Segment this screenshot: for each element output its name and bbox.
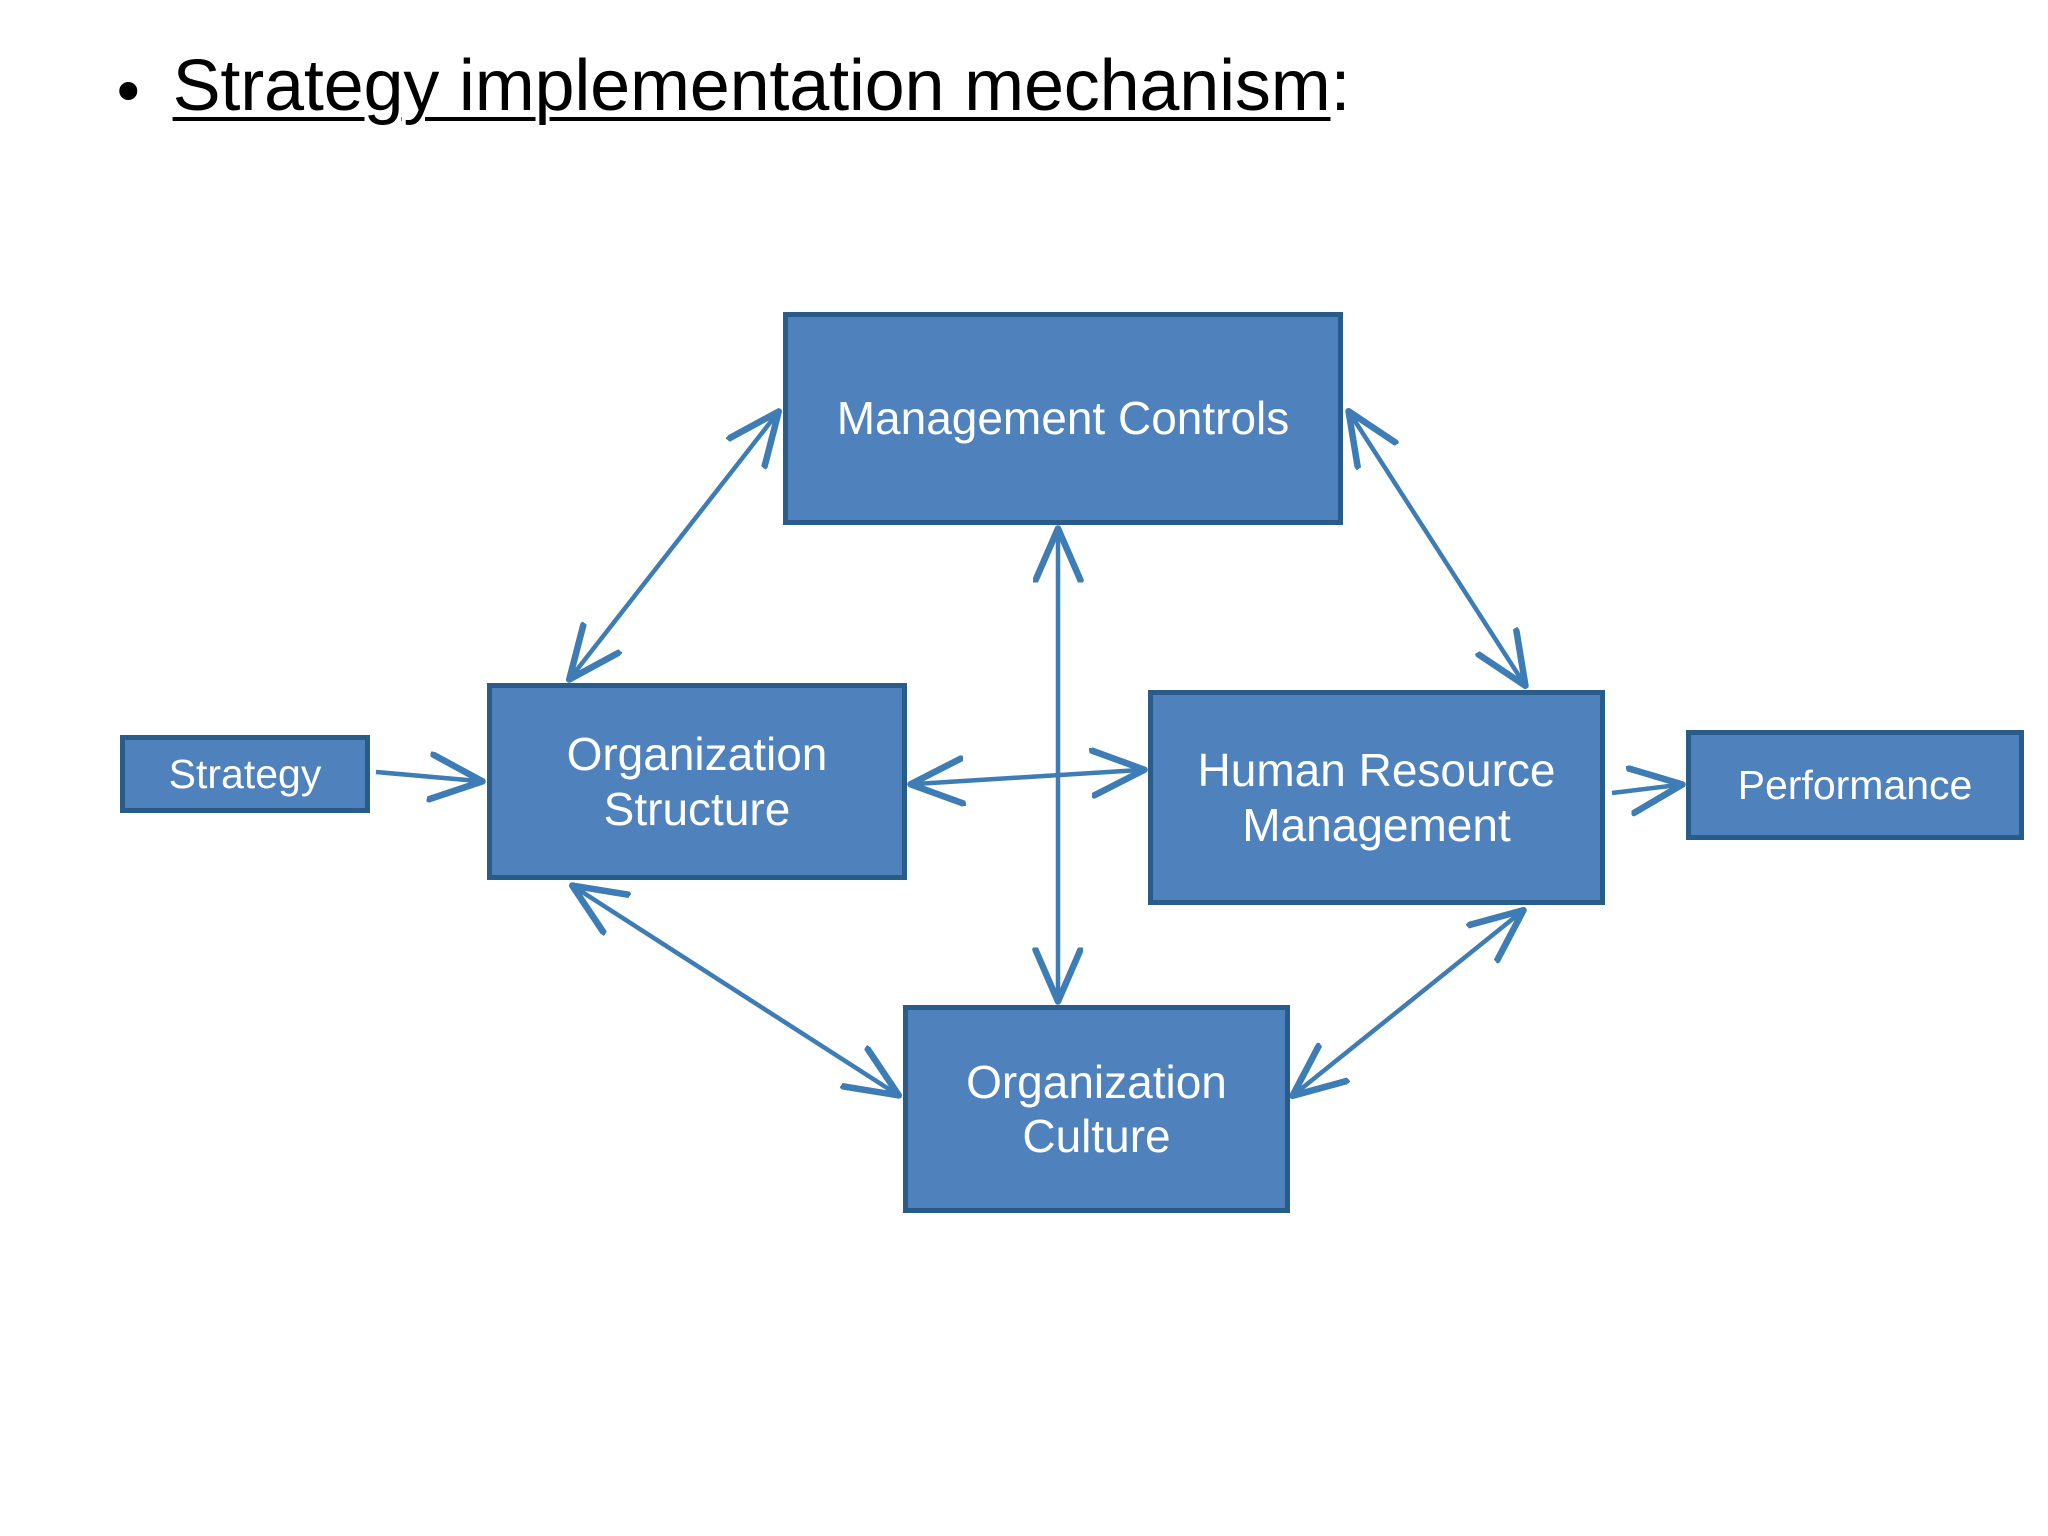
arrow-org-structure-to-mgmt-controls bbox=[572, 415, 776, 676]
arrow-org-culture-to-hrm bbox=[1296, 913, 1520, 1093]
node-human-resource-management-line1: Human Resource bbox=[1197, 744, 1556, 797]
bullet-icon: • bbox=[110, 56, 147, 129]
page-title: Strategy implementation mechanism: bbox=[172, 46, 1351, 126]
node-strategy[interactable]: Strategy bbox=[120, 735, 370, 813]
arrow-hrm-to-performance bbox=[1611, 785, 1678, 793]
arrow-mgmt-controls-to-hrm bbox=[1351, 415, 1523, 682]
node-performance[interactable]: Performance bbox=[1686, 730, 2024, 840]
node-human-resource-management-line2: Management bbox=[1242, 798, 1511, 851]
node-organization-structure-line2: Structure bbox=[603, 782, 791, 835]
page-title-underlined-text: Strategy implementation mechanism bbox=[172, 46, 1331, 126]
page-title-colon: : bbox=[1330, 46, 1351, 126]
node-organization-culture-line2: Culture bbox=[1022, 1110, 1171, 1162]
arrow-strategy-to-org-structure bbox=[375, 772, 478, 781]
node-performance-label: Performance bbox=[1737, 761, 1973, 808]
node-management-controls[interactable]: Management Controls bbox=[783, 312, 1343, 525]
arrow-org-structure-to-org-culture bbox=[576, 888, 895, 1093]
arrow-org-structure-to-hrm bbox=[915, 770, 1140, 784]
slide-title-block: • Strategy implementation mechanism: bbox=[110, 46, 1910, 129]
node-organization-culture-line1: Organization bbox=[966, 1055, 1227, 1108]
node-strategy-label: Strategy bbox=[168, 750, 322, 797]
node-management-controls-label: Management Controls bbox=[836, 392, 1290, 445]
node-organization-structure-line1: Organization bbox=[566, 728, 828, 781]
